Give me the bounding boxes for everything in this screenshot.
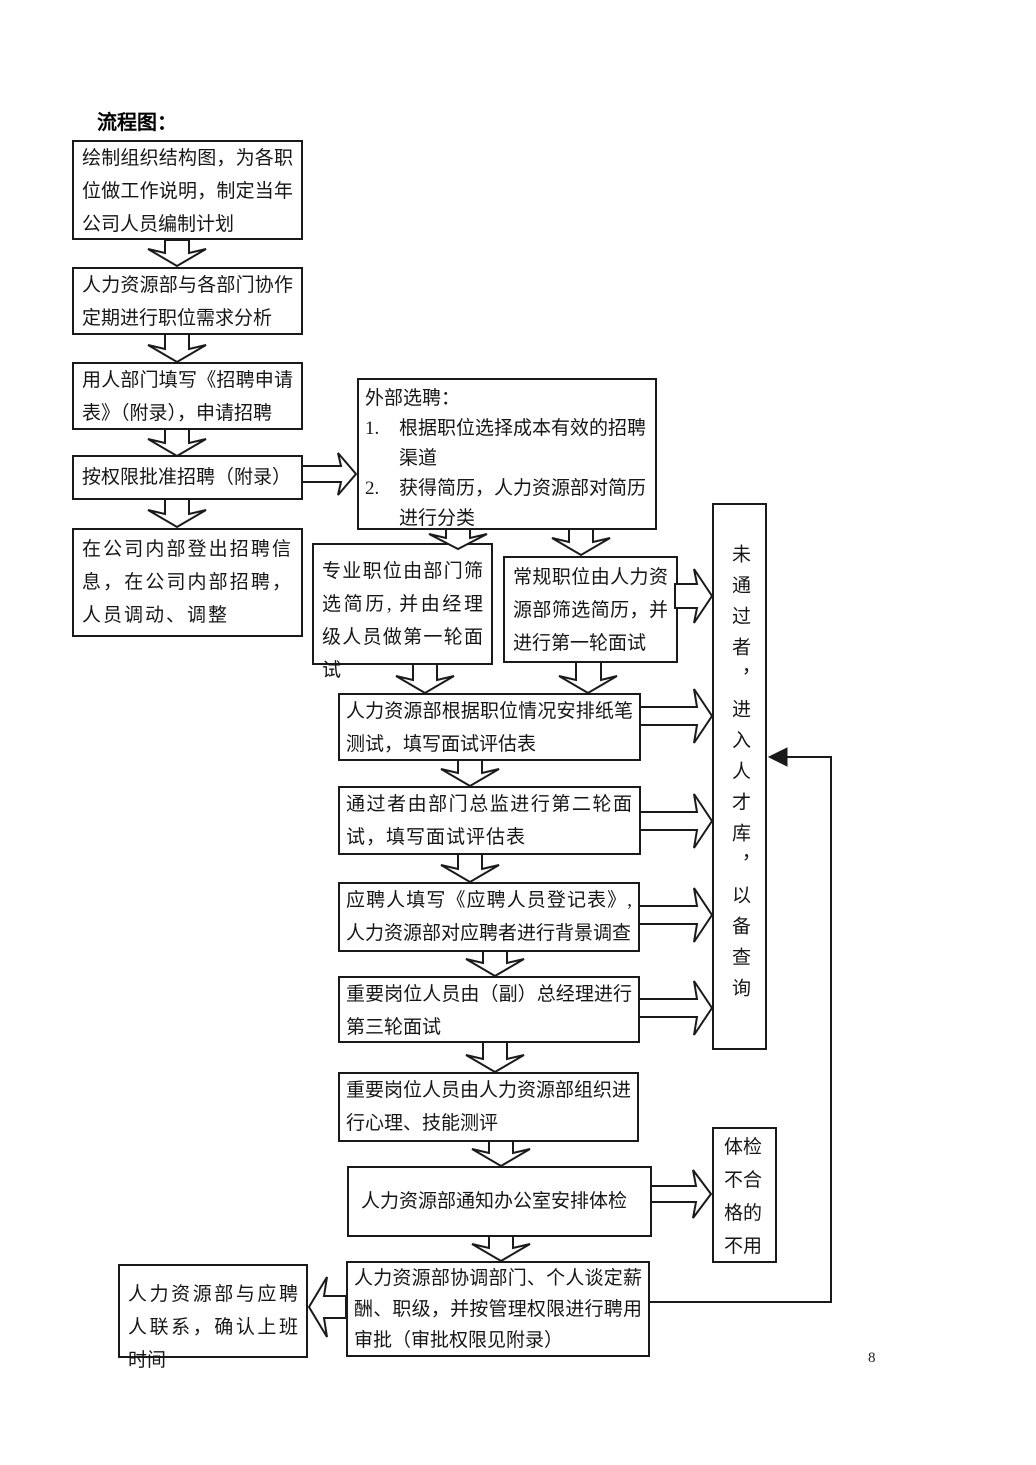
external-recruit-item-1: 1. 根据职位选择成本有效的招聘渠道: [365, 414, 649, 474]
feedback-arrowhead-icon: [767, 747, 788, 767]
external-item-1-number: 1.: [365, 418, 380, 439]
arrow-background-to-third-icon: [465, 950, 525, 978]
arrow-assessment-to-exam-icon: [471, 1140, 531, 1168]
box-professional-screening: 专业职位由部门筛选简历, 并由经理级人员做第一轮面试: [312, 543, 493, 681]
arrow-exam-to-fail-icon: [650, 1169, 713, 1219]
external-recruit-header: 外部选聘：: [365, 388, 461, 409]
box-offer-approval: 人力资源部协调部门、个人谈定薪酬、职级，并按管理权限进行聘用审批（审批权限见附录…: [346, 1261, 650, 1357]
arrow-approval-to-internal-icon: [147, 498, 207, 529]
arrow-background-to-pool-icon: [638, 887, 714, 943]
arrow-analysis-to-request-icon: [147, 333, 207, 364]
box-staffing-plan: 绘制组织结构图，为各职位做工作说明，制定当年公司人员编制计划: [72, 140, 303, 240]
arrow-professional-to-test-icon: [395, 663, 455, 695]
box-internal-recruit: 在公司内部登出招聘信息，在公司内部招聘，人员调动、调整: [72, 528, 303, 637]
box-external-recruit: 外部选聘： 1. 根据职位选择成本有效的招聘渠道 2. 获得简历，人力资源部对简…: [357, 378, 657, 530]
box-confirm-start: 人力资源部与应聘人联系，确认上班时间: [118, 1264, 308, 1371]
arrow-plan-to-analysis-icon: [147, 239, 207, 268]
box-skill-assessment: 重要岗位人员由人力资源部组织进行心理、技能测评: [338, 1072, 639, 1142]
arrow-second-to-pool-icon: [639, 793, 714, 849]
external-recruit-item-2: 2. 获得简历，人力资源部对简历进行分类: [365, 474, 649, 534]
box-demand-analysis: 人力资源部与各部门协作定期进行职位需求分析: [72, 267, 303, 335]
arrow-regular-to-pool-icon: [674, 568, 714, 624]
page-number: 8: [868, 1350, 876, 1366]
external-item-1-text: 根据职位选择成本有效的招聘渠道: [399, 418, 647, 469]
box-regular-screening: 常规职位由人力资源部筛选简历，并进行第一轮面试: [503, 556, 678, 663]
arrow-regular-to-test-icon: [558, 661, 618, 695]
flowchart-heading: 流程图：: [97, 112, 177, 134]
arrow-test-to-pool-icon: [639, 688, 714, 744]
box-request-form: 用人部门填写《招聘申请表》（附录），申请招聘: [72, 362, 303, 430]
arrow-request-to-approval-icon: [147, 428, 207, 458]
box-approval: 按权限批准招聘（附录）: [72, 455, 303, 500]
box-background-check: 应聘人填写《应聘人员登记表》, 人力资源部对应聘者进行背景调查: [338, 882, 640, 952]
external-item-2-number: 2.: [365, 478, 380, 499]
arrow-exam-to-offer-icon: [471, 1235, 531, 1263]
arrow-second-to-background-icon: [440, 853, 500, 884]
arrow-test-to-second-icon: [440, 759, 500, 788]
box-third-interview: 重要岗位人员由（副）总经理进行第三轮面试: [338, 976, 640, 1043]
arrow-third-to-pool-icon: [638, 980, 714, 1036]
arrow-approval-to-external-icon: [301, 452, 358, 496]
box-exam-fail: 体检不合格的不用: [712, 1127, 777, 1263]
arrow-offer-to-confirm-icon: [307, 1276, 347, 1338]
external-item-2-text: 获得简历，人力资源部对简历进行分类: [399, 478, 647, 529]
box-talent-pool: 未通过者，进入人才库，以备查询: [712, 503, 767, 1050]
box-physical-exam: 人力资源部通知办公室安排体检: [347, 1166, 652, 1237]
arrow-third-to-assessment-icon: [465, 1041, 525, 1074]
box-written-test: 人力资源部根据职位情况安排纸笔测试，填写面试评估表: [338, 693, 641, 761]
box-second-interview: 通过者由部门总监进行第二轮面试，填写面试评估表: [338, 786, 641, 855]
